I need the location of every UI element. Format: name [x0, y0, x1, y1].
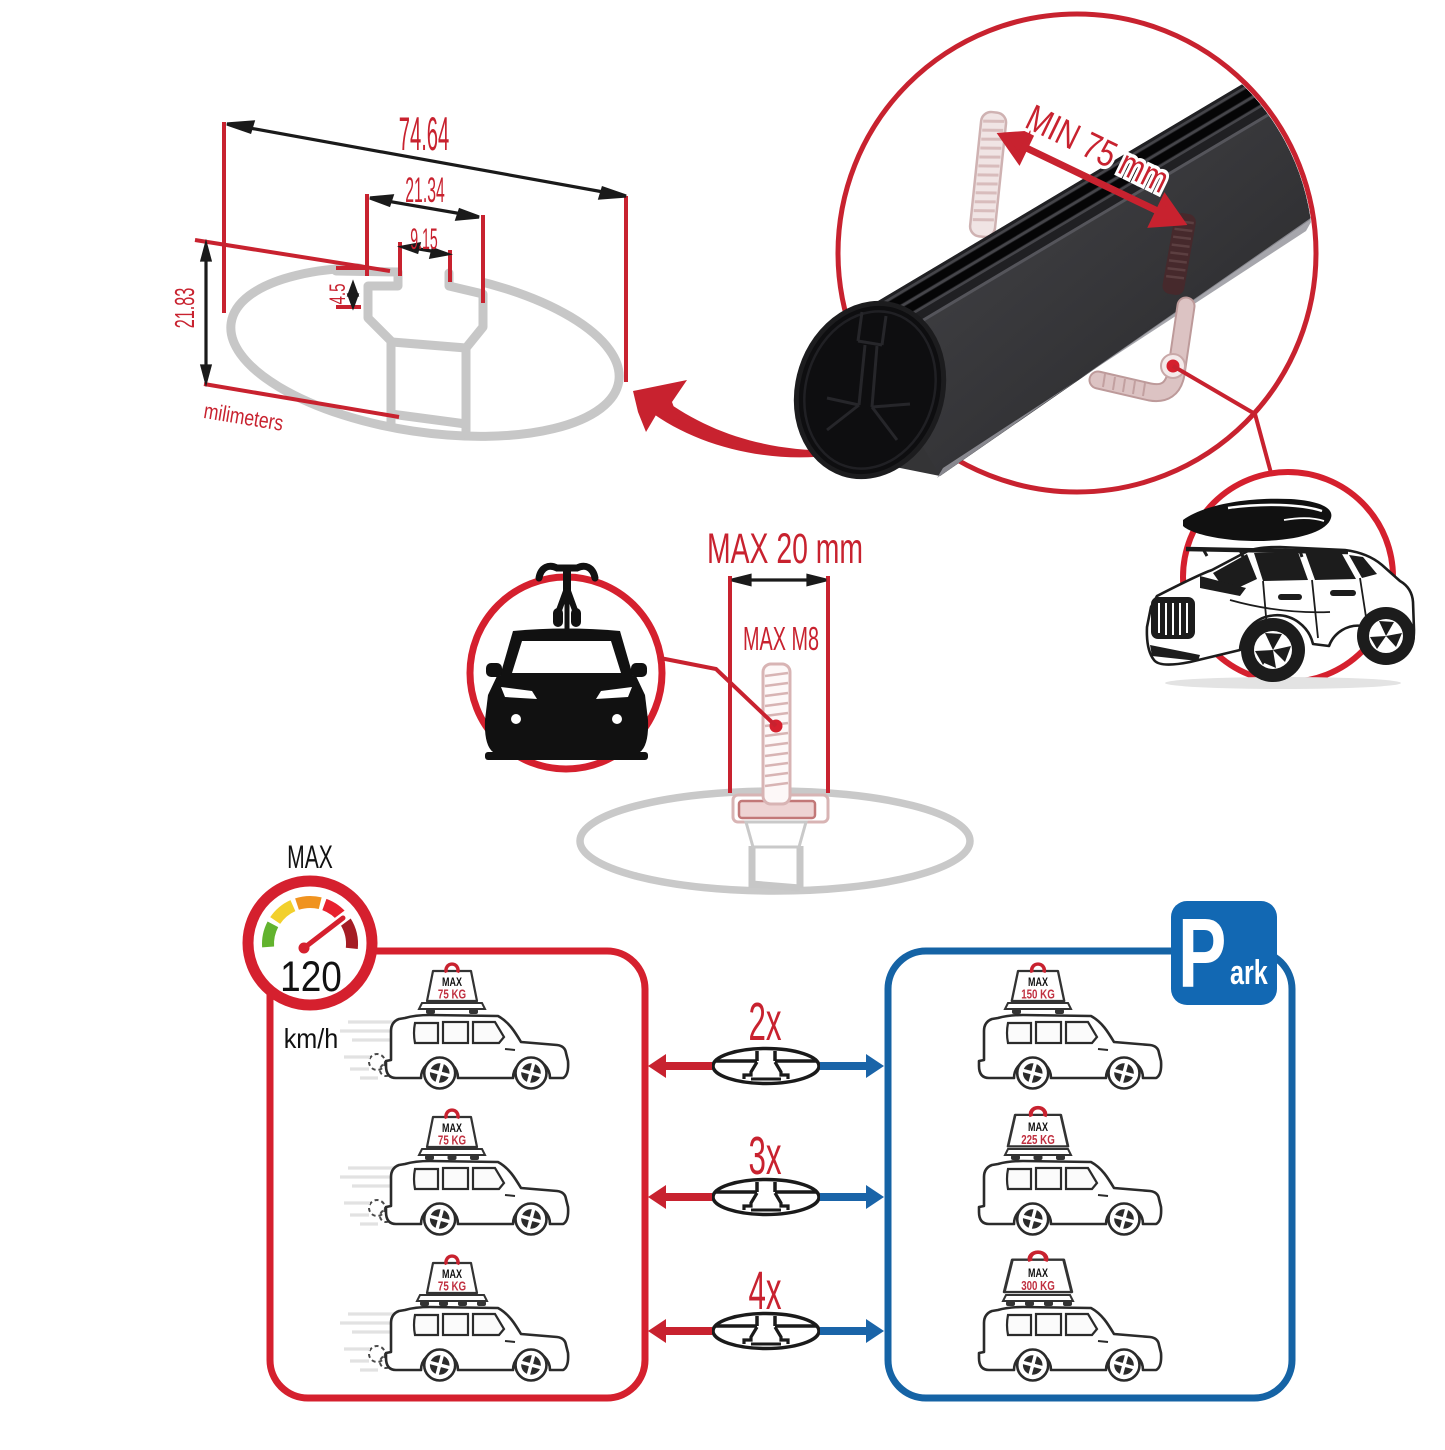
svg-text:21.83: 21.83 [168, 288, 200, 329]
svg-text:MAX 20 mm: MAX 20 mm [707, 524, 863, 572]
svg-text:225 KG: 225 KG [1021, 1134, 1055, 1148]
svg-text:3x: 3x [748, 1126, 781, 1186]
svg-text:2x: 2x [748, 992, 781, 1052]
svg-text:4x: 4x [748, 1261, 781, 1321]
svg-text:P: P [1178, 899, 1226, 1008]
svg-text:MAX: MAX [442, 1122, 462, 1136]
svg-text:74.64: 74.64 [399, 107, 450, 160]
svg-text:75 KG: 75 KG [438, 1134, 466, 1148]
svg-text:MAX M8: MAX M8 [743, 620, 819, 658]
svg-text:120: 120 [280, 953, 342, 1000]
svg-text:4.5: 4.5 [326, 283, 350, 304]
svg-text:MAX: MAX [287, 838, 333, 875]
svg-text:21.34: 21.34 [405, 170, 444, 210]
svg-text:75 KG: 75 KG [438, 988, 466, 1002]
svg-text:km/h: km/h [284, 1023, 339, 1055]
svg-text:150 KG: 150 KG [1021, 988, 1055, 1002]
svg-text:ark: ark [1230, 954, 1268, 992]
svg-text:75 KG: 75 KG [438, 1280, 466, 1294]
svg-text:MAX: MAX [1028, 1121, 1048, 1135]
svg-text:9.15: 9.15 [410, 222, 437, 255]
svg-text:MAX: MAX [1028, 1267, 1048, 1281]
svg-text:MAX: MAX [1028, 976, 1048, 990]
svg-text:300 KG: 300 KG [1021, 1280, 1055, 1294]
svg-text:MAX: MAX [442, 1268, 462, 1282]
svg-text:MAX: MAX [442, 976, 462, 990]
